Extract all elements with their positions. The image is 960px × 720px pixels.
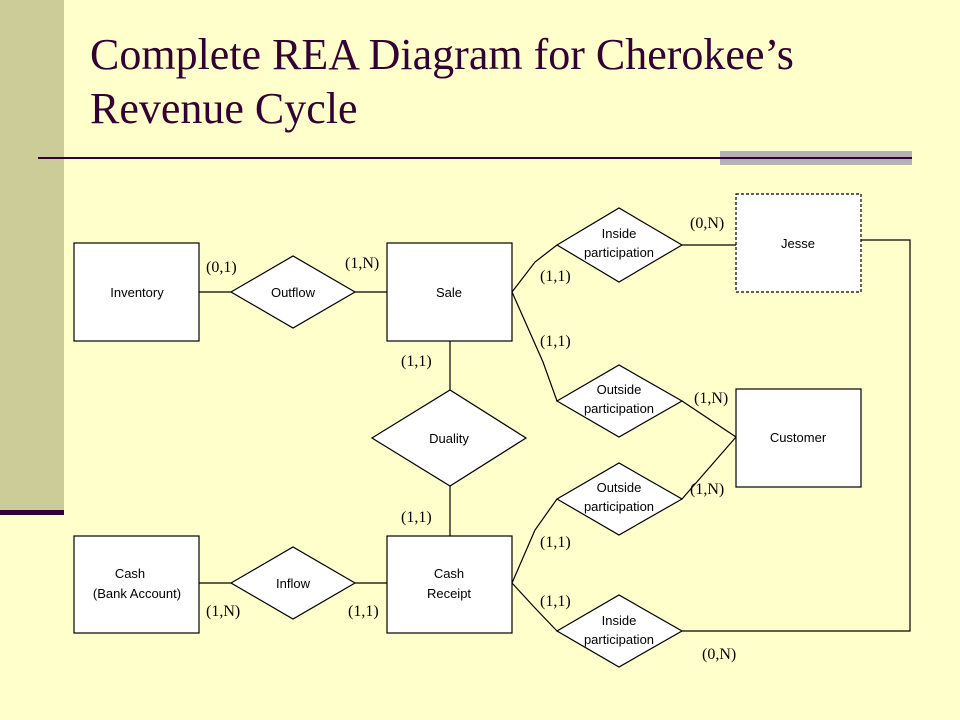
line-receipt-outside (511, 498, 558, 584)
line-inside-jesse-return (682, 239, 911, 632)
entity-cash-receipt (386, 535, 513, 634)
relationship-duality (370, 389, 528, 487)
title-divider (38, 157, 720, 159)
relationship-inflow-label: Inflow (276, 576, 311, 591)
relationship-inside-participation-receipt (555, 594, 684, 668)
entity-inventory-label: Inventory (110, 285, 164, 300)
title-divider-accent-line (720, 157, 912, 159)
entity-cash-receipt-label-line2: Receipt (427, 586, 471, 601)
entity-sale (386, 242, 513, 342)
entity-customer-label: Customer (770, 430, 827, 445)
card-receipt-duality: (1,1) (401, 509, 432, 526)
relationship-outside-participation-receipt (555, 462, 684, 536)
card-sale-outflow: (1,N) (345, 255, 379, 272)
line-sale-outside (511, 291, 558, 402)
slide-title: Complete REA Diagram for Cherokee’s Reve… (90, 30, 794, 133)
relationship-outside-participation-receipt-line1: Outside (597, 480, 642, 495)
relationship-outside-participation-sale-line1: Outside (597, 382, 642, 397)
left-accent-bar (0, 0, 64, 512)
line-outside-customer-sale (681, 400, 737, 438)
relationship-inflow (229, 546, 357, 620)
relationship-inside-participation-sale-line2: participation (584, 245, 654, 260)
card-customer-outside-sale: (1,N) (694, 390, 728, 407)
relationship-duality-label: Duality (429, 431, 469, 446)
relationship-inside-participation-receipt-line1: Inside (602, 613, 637, 628)
connector-lines (199, 239, 911, 632)
entity-cash-receipt-label-line1: Cash (434, 566, 464, 581)
card-sale-outside: (1,1) (540, 333, 571, 350)
line-sale-inside (511, 244, 558, 293)
entity-cash (73, 535, 200, 634)
card-receipt-inflow: (1,1) (348, 603, 379, 620)
card-receipt-inside: (1,1) (540, 593, 571, 610)
card-inventory-outflow: (0,1) (206, 259, 237, 276)
relationship-inside-participation-sale (555, 207, 684, 283)
card-jesse-inside-sale: (0,N) (690, 215, 724, 232)
entity-sale-label: Sale (436, 285, 462, 300)
card-cash-inflow: (1,N) (206, 603, 240, 620)
card-receipt-outside: (1,1) (540, 534, 571, 551)
relationship-inside-participation-sale-line1: Inside (602, 226, 637, 241)
entity-jesse-label: Jesse (781, 236, 815, 251)
line-receipt-inside (511, 582, 558, 632)
relationship-outside-participation-sale-line2: participation (584, 401, 654, 416)
card-customer-outside-receipt: (1,N) (690, 481, 724, 498)
line-outside-customer-receipt (681, 436, 737, 500)
entity-jesse (735, 193, 862, 293)
entity-customer (735, 388, 862, 488)
card-sale-inside: (1,1) (540, 268, 571, 285)
left-accent-bar-underline (0, 510, 64, 515)
entity-cash-label-line1: Cash (115, 566, 145, 581)
card-sale-duality: (1,1) (401, 353, 432, 370)
relationship-inside-participation-receipt-line2: participation (584, 632, 654, 647)
relationship-outflow-label: Outflow (271, 285, 316, 300)
relationship-outside-participation-sale (555, 364, 684, 438)
card-jesse-inside-receipt: (0,N) (702, 646, 736, 663)
relationship-outflow (229, 255, 357, 329)
entity-cash-label-line2: (Bank Account) (93, 586, 181, 601)
relationship-outside-participation-receipt-line2: participation (584, 499, 654, 514)
entity-inventory (73, 242, 200, 342)
